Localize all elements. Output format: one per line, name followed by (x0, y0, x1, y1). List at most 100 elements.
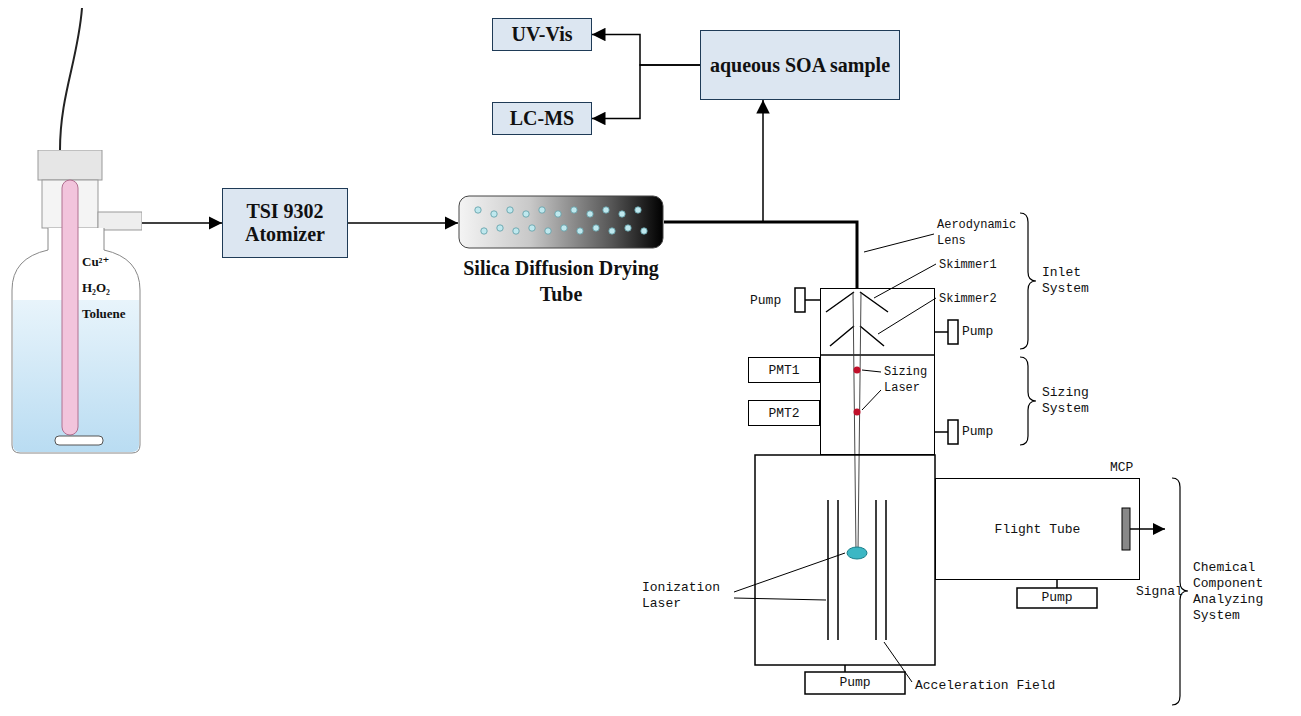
analysis-box: UV-Vis (492, 18, 592, 51)
part-label: Ionization Laser (642, 580, 732, 612)
silica-bead (625, 225, 631, 231)
silica-bead (545, 228, 551, 234)
node-text: Cu²⁺ (82, 254, 140, 270)
silica-bead (539, 207, 545, 213)
analysis-box: LC-MS (492, 102, 592, 135)
node-text: PMT2 (768, 406, 799, 421)
immersion-tube (62, 180, 78, 435)
process-box: aqueous SOA sample (700, 30, 900, 100)
silica-bead (513, 228, 519, 234)
silica-bead (475, 207, 481, 213)
pump-label: Pump (962, 424, 1004, 440)
flight-tube: Flight Tube (935, 478, 1140, 580)
silica-bead (641, 228, 647, 234)
flow-connector (592, 65, 700, 119)
system-label: Sizing System (1042, 385, 1102, 417)
silica-bead (481, 228, 487, 234)
pump-line (805, 299, 820, 301)
part-label: Signal (1136, 584, 1196, 600)
pump-label: Pump (750, 293, 792, 309)
flow-connector (664, 222, 857, 288)
particle-beam (853, 292, 861, 552)
flow-connector (664, 100, 763, 222)
pump-symbol (805, 672, 905, 694)
sizing-laser-spot (854, 409, 861, 416)
pump-label: Pump (805, 675, 905, 691)
silica-bead (577, 228, 583, 234)
pump-symbol (1017, 588, 1097, 608)
silica-bead (609, 228, 615, 234)
mcp-detector (1122, 508, 1130, 550)
part-label: MCP (1110, 460, 1150, 476)
acceleration-plate (828, 500, 886, 640)
pump-line (1056, 580, 1058, 588)
process-box: TSI 9302 Atomizer (222, 188, 348, 258)
silica-bead (635, 207, 641, 213)
node-text: TSI 9302 Atomizer (231, 200, 339, 246)
node-text: PMT1 (768, 363, 799, 378)
system-label: Inlet System (1042, 265, 1102, 297)
node-text: aqueous SOA sample (710, 54, 890, 77)
sensor-cable (60, 8, 82, 150)
node-text: Silica Diffusion Drying Tube (458, 255, 664, 307)
leader-line (874, 264, 936, 298)
bottle-cap (38, 150, 102, 180)
pump-label: Pump (962, 324, 1004, 340)
leader-line (878, 298, 936, 334)
drying-tube: Silica Diffusion Drying Tube (458, 195, 664, 307)
tube-body (459, 196, 663, 248)
silica-bead (491, 211, 497, 217)
pump-line (935, 431, 948, 433)
tube-shape (458, 195, 664, 249)
node-text: H₂O₂ (82, 280, 140, 296)
flow-connector (348, 222, 458, 224)
node-text: Toluene (82, 306, 140, 322)
leader-line (884, 642, 912, 682)
pump-line (935, 331, 948, 333)
silica-bead (523, 211, 529, 217)
leader-line (734, 553, 845, 600)
leader-line (862, 370, 881, 410)
silica-bead (571, 207, 577, 213)
silica-bead (561, 225, 567, 231)
pump-label: Pump (1017, 590, 1097, 606)
pump-symbol (795, 288, 805, 312)
ionization-chamber (755, 455, 935, 665)
pump-symbol (948, 320, 958, 344)
signal-arrow (1130, 528, 1165, 530)
pmt-box: PMT1 (748, 357, 820, 383)
flow-connector (142, 222, 222, 224)
pump-line (844, 665, 846, 672)
skimmer-cone (830, 326, 884, 346)
inlet-sizing-column: Aerodynamic LensSkimmer1Skimmer2Sizing L… (820, 288, 935, 455)
reaction-bottle: Cu²⁺ H₂O₂ Toluene (10, 150, 142, 455)
bottle-shape (10, 150, 142, 455)
sizing-laser-spot (854, 367, 861, 374)
node-text: UV-Vis (511, 23, 572, 46)
silica-bead (587, 211, 593, 217)
silica-bead (497, 225, 503, 231)
part-label: Acceleration Field (915, 678, 1065, 694)
silica-bead (529, 225, 535, 231)
node-text: Aerodynamic Lens (937, 217, 1019, 249)
node-text: Skimmer2 (939, 291, 1019, 307)
pump-symbol (948, 420, 958, 444)
node-text: LC-MS (510, 107, 574, 130)
flow-connector (592, 35, 700, 66)
bracket (1020, 357, 1036, 445)
silica-bead (603, 207, 609, 213)
node-text: Skimmer1 (939, 257, 1019, 273)
outlet-port (98, 212, 142, 230)
chamber-divider (820, 354, 935, 356)
silica-bead (555, 211, 561, 217)
node-text: Sizing Laser (884, 364, 934, 396)
stir-bar (55, 436, 103, 445)
pmt-box: PMT2 (748, 400, 820, 426)
leader-line (864, 234, 934, 252)
silica-bead (507, 207, 513, 213)
silica-bead (619, 211, 625, 217)
silica-bead (593, 225, 599, 231)
node-text: Flight Tube (995, 522, 1081, 537)
system-label: Chemical Component Analyzing System (1193, 560, 1293, 624)
bracket (1020, 213, 1036, 349)
